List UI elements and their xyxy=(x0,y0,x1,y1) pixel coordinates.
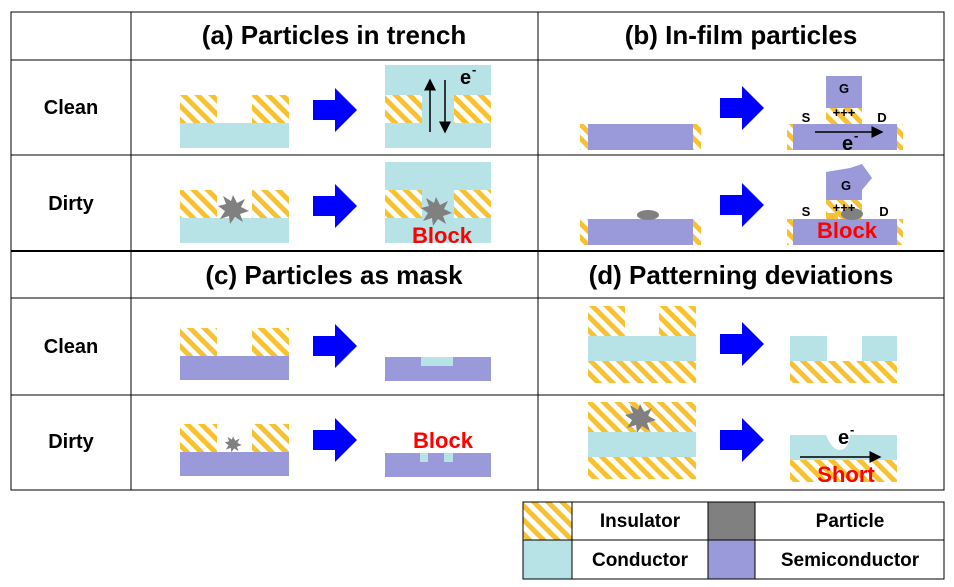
right-arrow-icon xyxy=(313,88,357,132)
legend-swatch-conductor xyxy=(523,540,572,579)
right-arrow-icon xyxy=(313,184,357,228)
cell-b-dirty: G +++ S D Block xyxy=(580,164,903,245)
right-arrow-icon xyxy=(720,418,764,462)
header-d: (d) Patterning deviations xyxy=(589,260,894,290)
drain-label: D xyxy=(879,204,888,219)
source-label: S xyxy=(802,204,811,219)
table-grid xyxy=(10,11,945,491)
charge-label: +++ xyxy=(833,200,856,215)
block-label: Block xyxy=(413,428,474,453)
legend-swatch-semiconductor xyxy=(708,540,755,579)
row-label-dirty-bottom: Dirty xyxy=(48,431,94,453)
right-arrow-icon xyxy=(720,322,764,366)
short-label: Short xyxy=(817,462,875,487)
cell-b-clean: G +++ S D e - xyxy=(580,76,903,155)
header-a: (a) Particles in trench xyxy=(202,20,466,50)
electron-label: e xyxy=(838,427,849,449)
right-arrow-icon xyxy=(720,86,764,130)
legend-label-semiconductor: Semiconductor xyxy=(781,550,920,571)
starburst-icon xyxy=(224,436,242,453)
electron-label: e xyxy=(842,133,853,155)
right-arrow-icon xyxy=(313,418,357,462)
electron-charge: - xyxy=(472,62,476,77)
legend: Insulator Particle Conductor Semiconduct… xyxy=(522,501,945,580)
cell-d-clean xyxy=(588,306,897,383)
cell-a-clean: e - xyxy=(180,62,491,148)
cell-a-dirty: Block xyxy=(180,162,491,248)
cell-c-dirty: Block xyxy=(180,418,491,477)
header-b: (b) In-film particles xyxy=(625,20,858,50)
legend-label-conductor: Conductor xyxy=(592,550,689,571)
electron-label: e xyxy=(460,67,471,89)
legend-swatch-particle xyxy=(708,502,755,540)
drain-label: D xyxy=(877,110,886,125)
legend-label-particle: Particle xyxy=(816,511,885,532)
right-arrow-icon xyxy=(720,183,764,227)
charge-label: +++ xyxy=(833,105,856,120)
row-label-clean-top: Clean xyxy=(44,97,98,119)
source-label: S xyxy=(802,110,811,125)
gate-label: G xyxy=(841,178,851,193)
electron-charge: - xyxy=(850,422,854,437)
cell-d-dirty: e - Short xyxy=(588,402,897,487)
legend-swatch-insulator xyxy=(523,502,572,540)
block-label: Block xyxy=(817,218,878,243)
row-label-dirty-top: Dirty xyxy=(48,193,94,215)
legend-label-insulator: Insulator xyxy=(600,511,681,532)
cell-c-clean xyxy=(180,324,491,381)
row-label-clean-bottom: Clean xyxy=(44,336,98,358)
electron-charge: - xyxy=(854,128,858,143)
gate-label: G xyxy=(839,81,849,96)
block-label: Block xyxy=(412,223,473,248)
right-arrow-icon xyxy=(313,324,357,368)
header-c: (c) Particles as mask xyxy=(205,260,463,290)
